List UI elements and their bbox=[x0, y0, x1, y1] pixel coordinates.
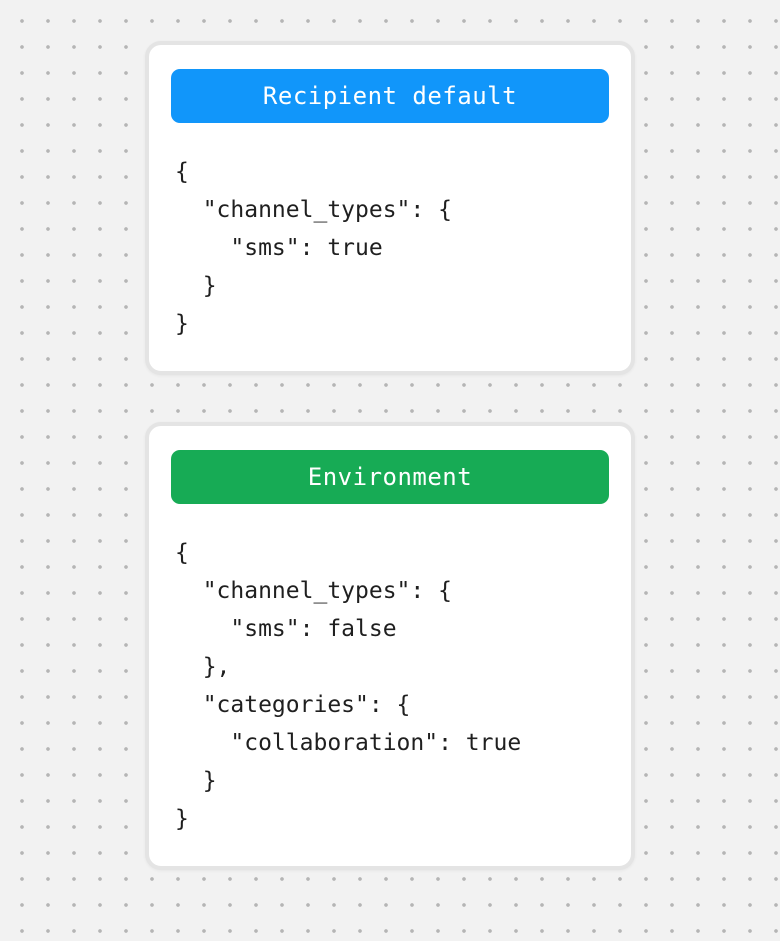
environment-json-code: { "channel_types": { "sms": false }, "ca… bbox=[175, 540, 522, 832]
recipient-default-card: Recipient default { "channel_types": { "… bbox=[145, 41, 635, 375]
recipient-default-json-code: { "channel_types": { "sms": true } } bbox=[175, 159, 452, 337]
environment-card: Environment { "channel_types": { "sms": … bbox=[145, 422, 635, 870]
environment-header-badge: Environment bbox=[171, 450, 609, 504]
dotted-canvas: Recipient default { "channel_types": { "… bbox=[0, 41, 780, 870]
recipient-default-header-badge: Recipient default bbox=[171, 69, 609, 123]
